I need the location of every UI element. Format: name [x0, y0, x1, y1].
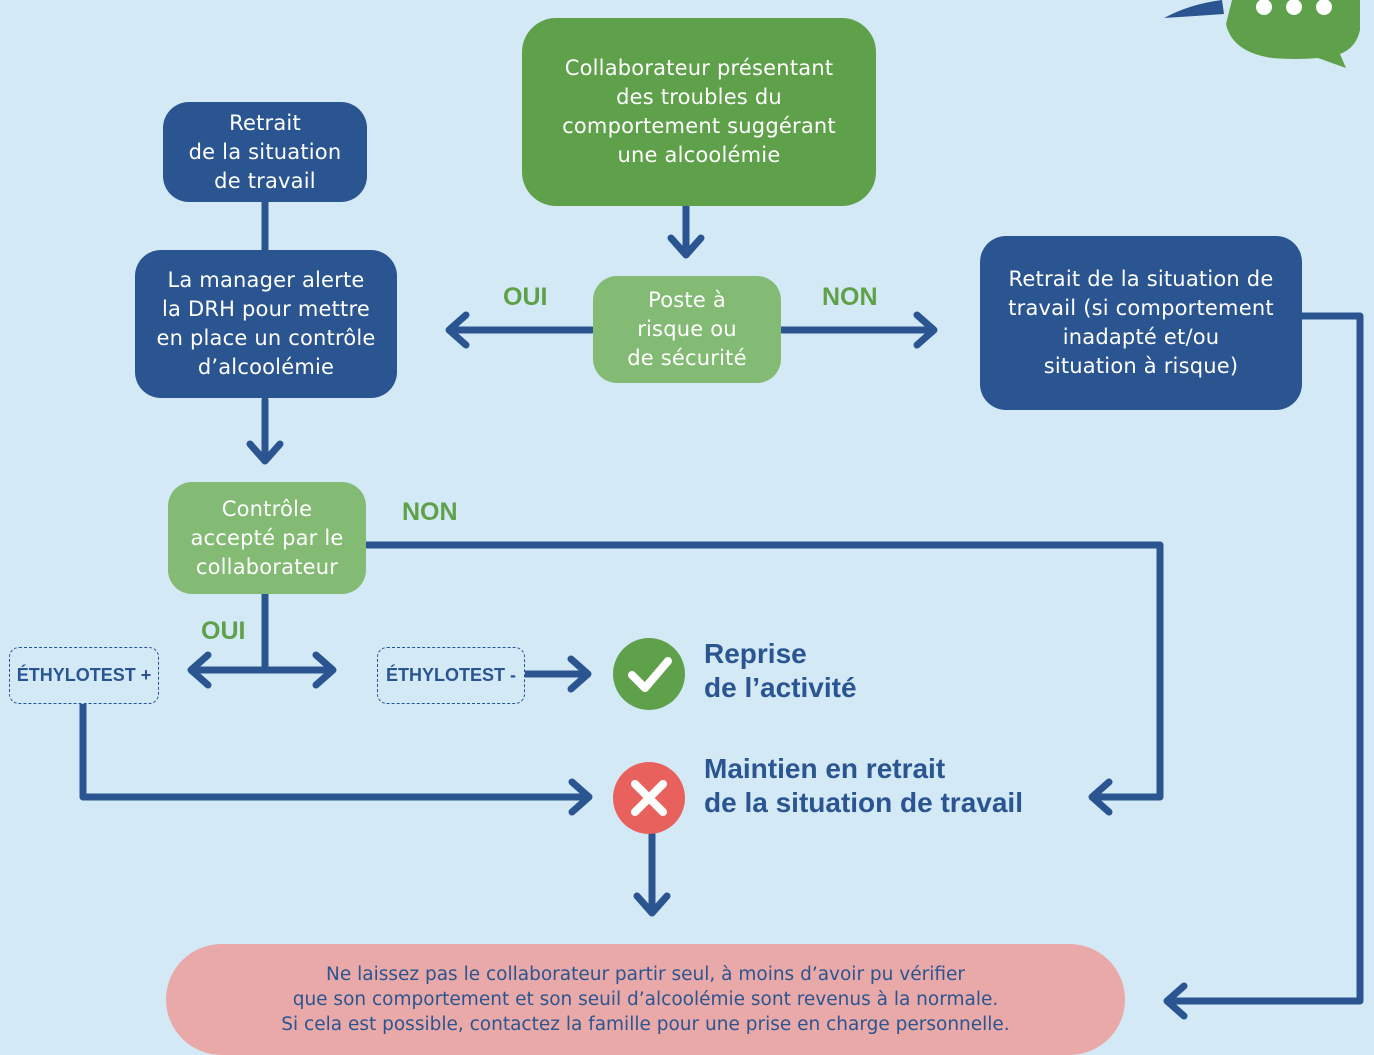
maintien-outcome: Maintien en retrait de la situation de t… [704, 753, 1023, 818]
reprise-outcome: Reprise de l’activité [704, 638, 857, 703]
poste-box: Poste à risque ou de sécurité [593, 276, 781, 383]
oui-label-mid: OUI [201, 617, 246, 645]
controle-box: Contrôle accepté par le collaborateur [168, 482, 366, 594]
non-label-top: NON [822, 283, 878, 311]
arrow-eth-plus-maintien [79, 699, 592, 801]
speech-bubble-icon [1164, 0, 1360, 68]
note-line-1: Ne laissez pas le collaborateur partir s… [326, 964, 965, 985]
warning-note: Ne laissez pas le collaborateur partir s… [166, 944, 1125, 1055]
arrow-controle-non [362, 541, 1164, 801]
ethylotest-plus-box: ÉTHYLOTEST + [9, 647, 159, 704]
ethylotest-minus-box: ÉTHYLOTEST - [377, 647, 525, 704]
manager-box: La manager alerte la DRH pour mettre en … [135, 250, 397, 398]
retrait-left-box: Retrait de la situation de travail [163, 102, 367, 202]
retrait-right-box: Retrait de la situation de travail (si c… [980, 236, 1302, 410]
start-box: Collaborateur présentant des troubles du… [522, 18, 876, 206]
note-line-2: que son comportement et son seuil d’alco… [292, 989, 999, 1010]
cross-circle-icon [613, 762, 685, 834]
note-line-3: Si cela est possible, contactez la famil… [281, 1014, 1010, 1035]
non-label-mid: NON [402, 498, 458, 526]
check-circle-icon [613, 638, 685, 710]
oui-label-top: OUI [503, 283, 548, 311]
arrow-retrait-right-note [1164, 312, 1364, 1005]
